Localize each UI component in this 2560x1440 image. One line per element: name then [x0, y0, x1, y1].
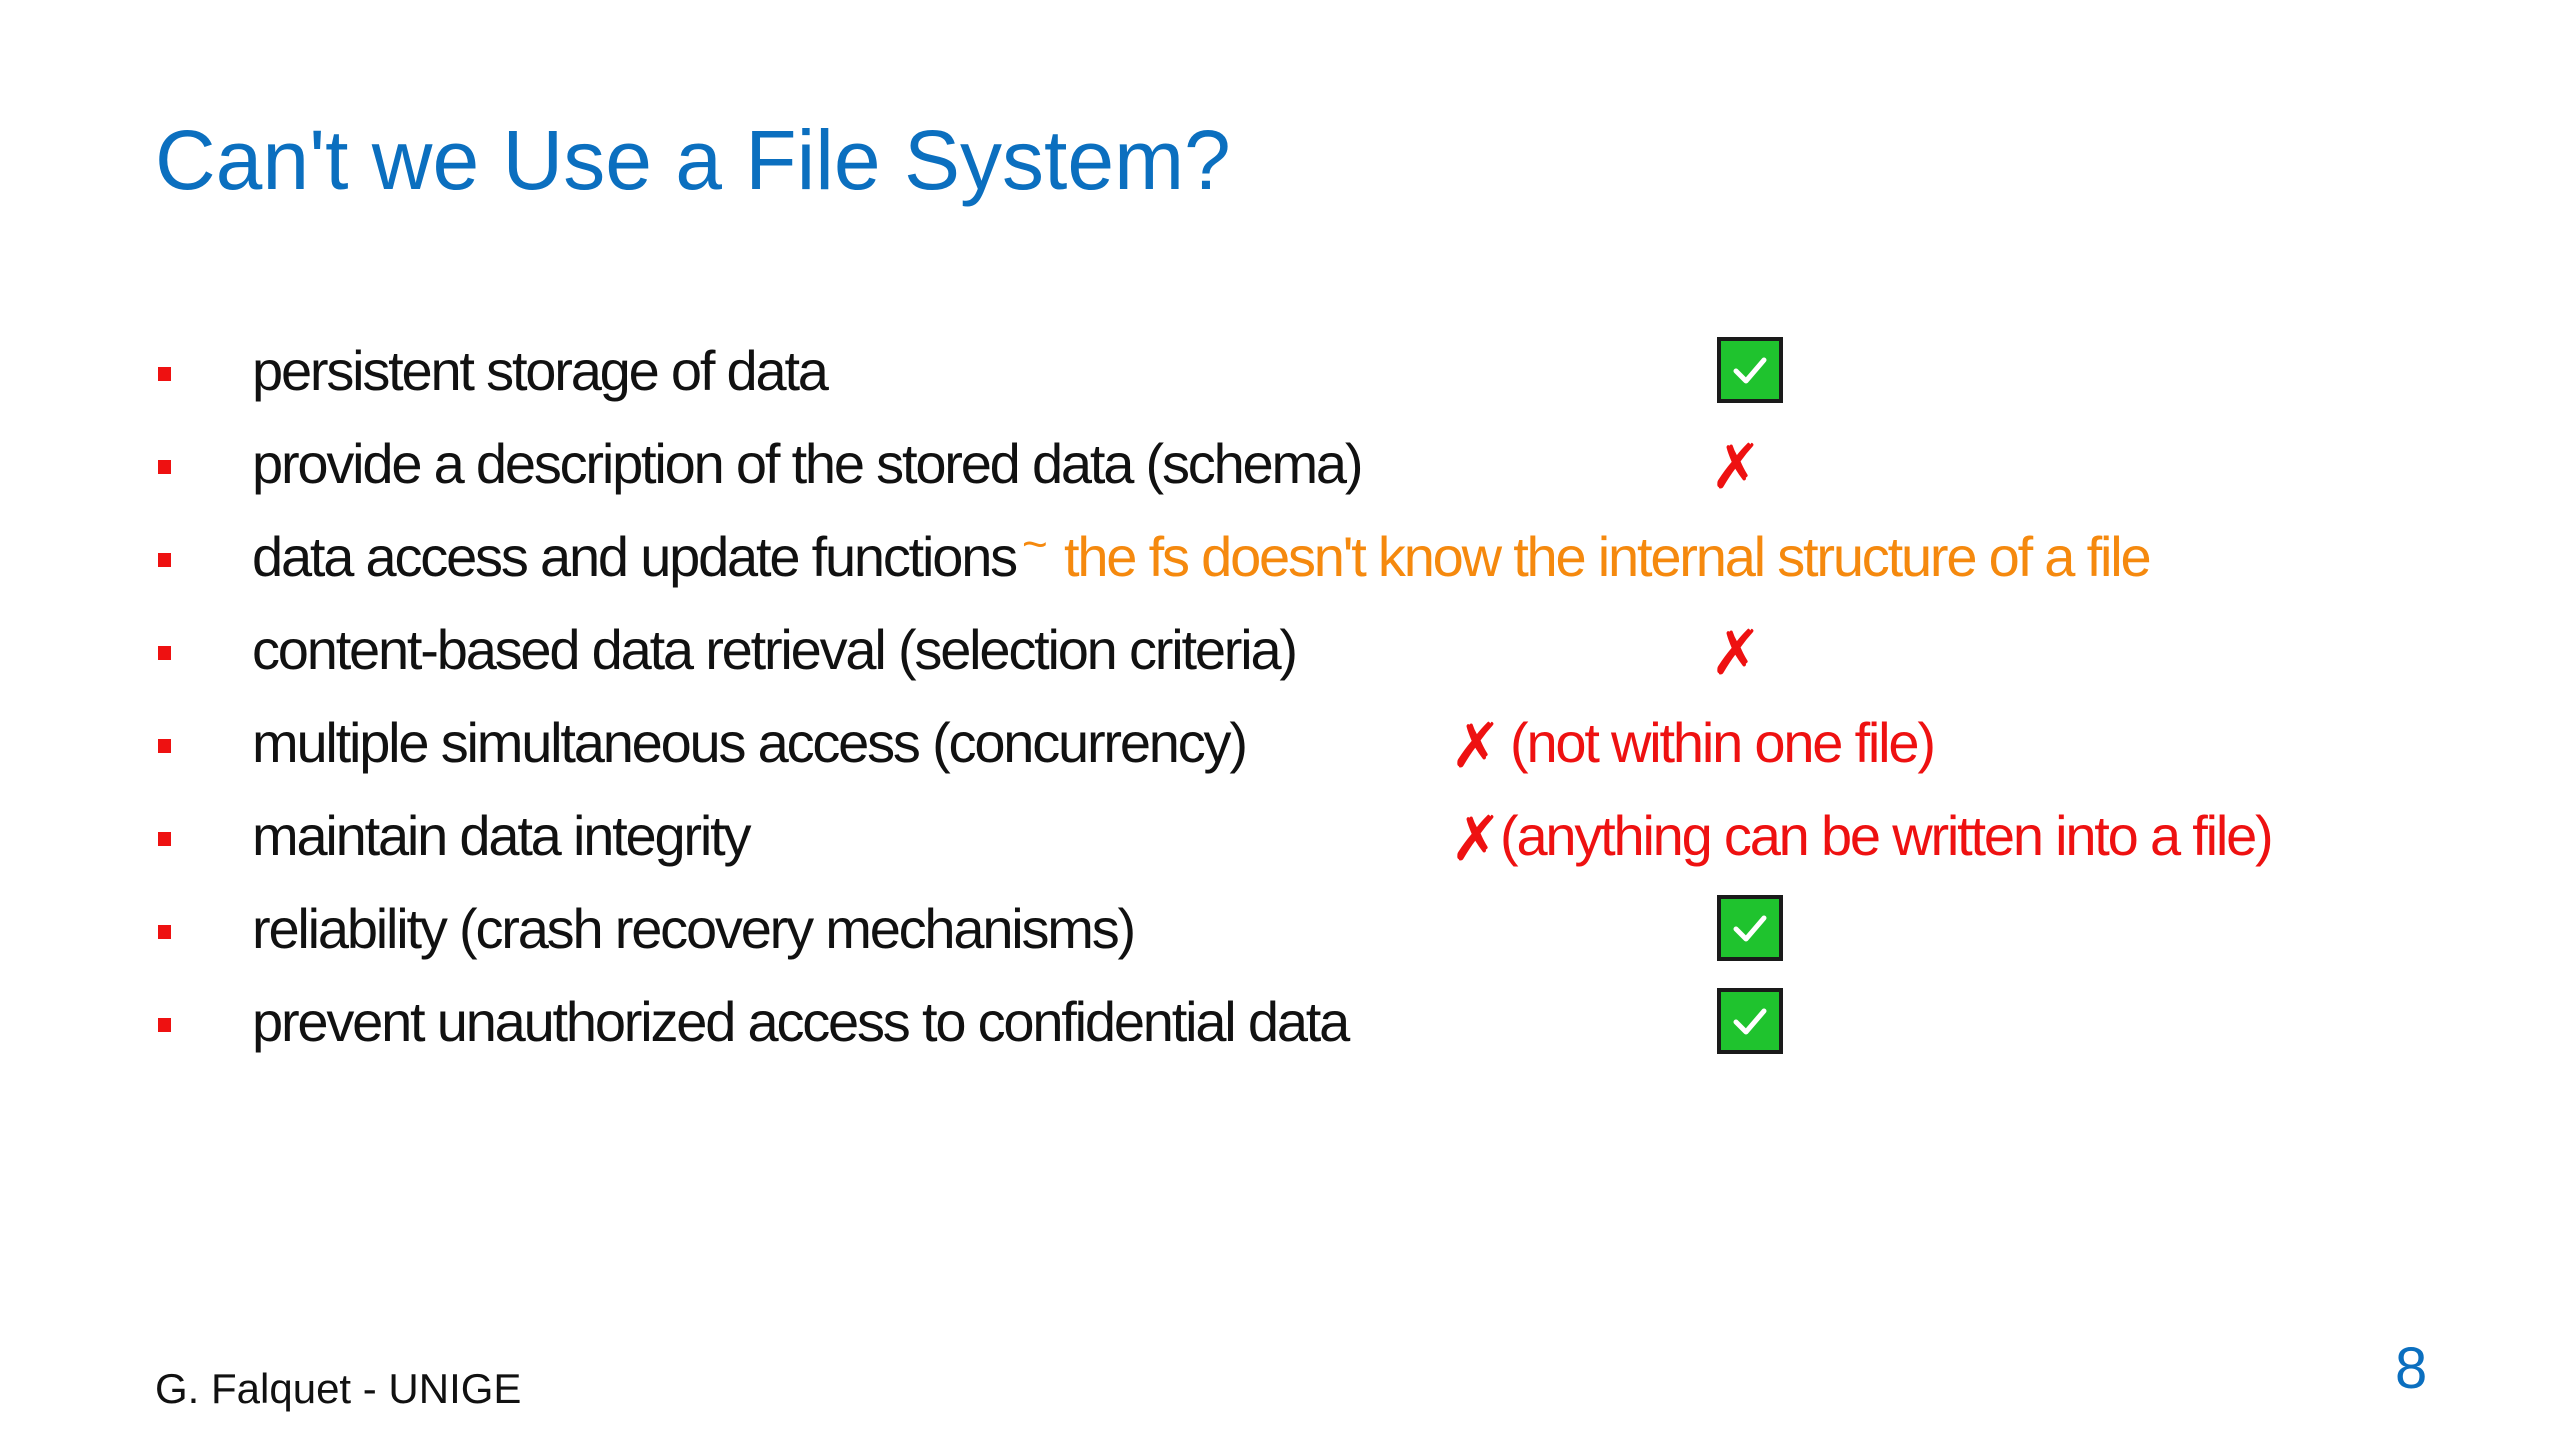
item-text: provide a description of the stored data… [252, 432, 1364, 495]
cross-mark-icon: ✗ [1450, 802, 1502, 875]
square-bullet-icon [158, 739, 171, 753]
list-item: persistent storage of data [0, 333, 2560, 426]
square-bullet-icon [158, 832, 171, 846]
item-text: prevent unauthorized access to confident… [252, 990, 1350, 1053]
slide-title: Can't we Use a File System? [155, 113, 1231, 207]
check-mark-icon [1717, 895, 1783, 961]
check-mark-icon [1717, 337, 1783, 403]
item-text: reliability (crash recovery mechanisms) [252, 897, 1136, 960]
item-text: maintain data integrity [252, 804, 751, 867]
list-item: multiple simultaneous access (concurrenc… [0, 705, 2560, 798]
square-bullet-icon [158, 367, 171, 381]
square-bullet-icon [158, 553, 171, 567]
list-item: maintain data integrity ✗ (anything can … [0, 798, 2560, 891]
page-number: 8 [2395, 1336, 2428, 1401]
list-item: content-based data retrieval (selection … [0, 612, 2560, 705]
cross-mark-icon: ✗ [1450, 709, 1502, 782]
item-text: multiple simultaneous access (concurrenc… [252, 711, 1248, 774]
square-bullet-icon [158, 925, 171, 939]
item-text: content-based data retrieval (selection … [252, 618, 1298, 681]
cross-note: (not within one file) [1510, 711, 1936, 774]
tilde-mark: ~ [1022, 520, 1048, 569]
footer-author: G. Falquet - UNIGE [155, 1365, 522, 1412]
list-item: data access and update functions ~ the f… [0, 519, 2560, 612]
list-item: prevent unauthorized access to confident… [0, 984, 2560, 1077]
square-bullet-icon [158, 1018, 171, 1032]
check-mark-icon [1717, 988, 1783, 1054]
item-text: data access and update functions [252, 525, 1018, 588]
item-text: persistent storage of data [252, 339, 829, 402]
list-item: provide a description of the stored data… [0, 426, 2560, 519]
partial-note: the fs doesn't know the internal structu… [1064, 525, 2152, 588]
square-bullet-icon [158, 460, 171, 474]
cross-note: (anything can be written into a file) [1500, 804, 2274, 867]
square-bullet-icon [158, 646, 171, 660]
cross-mark-icon: ✗ [1710, 616, 1762, 689]
list-item: reliability (crash recovery mechanisms) [0, 891, 2560, 984]
cross-mark-icon: ✗ [1710, 430, 1762, 503]
